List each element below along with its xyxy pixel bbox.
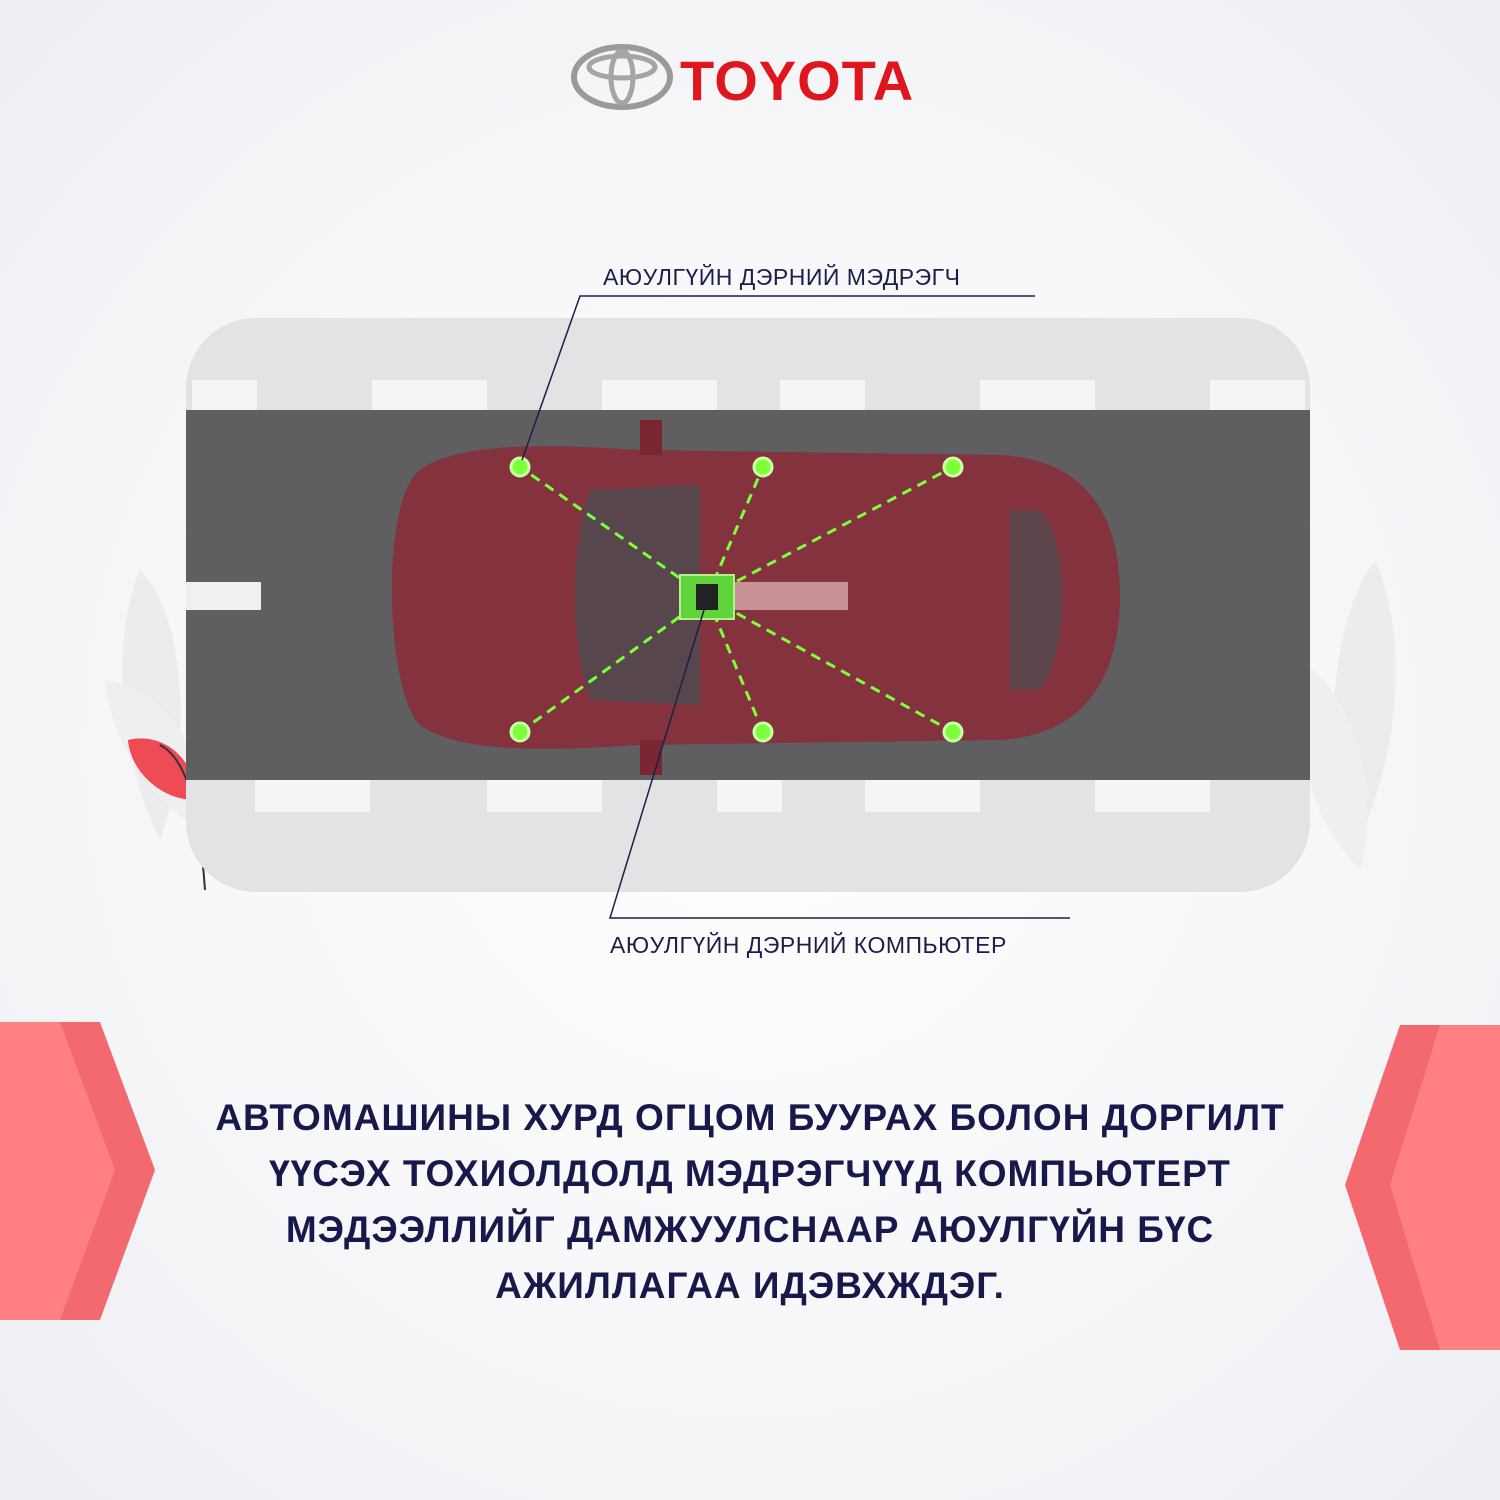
toyota-emblem-icon [571, 44, 673, 110]
computer-label: АЮУЛГҮЙН ДЭРНИЙ КОМПЬЮТЕР [610, 932, 1007, 958]
sensors [509, 456, 964, 743]
sensor-middle-left [752, 456, 774, 478]
lane-markings-top [192, 380, 1305, 410]
sensor-rear-left [942, 456, 964, 478]
sensor-rear-right [942, 721, 964, 743]
sensor-label: АЮУЛГҮЙН ДЭРНИЙ МЭДРЭГЧ [603, 264, 961, 290]
caption-line: АВТОМАШИНЫ ХУРД ОГЦОМ БУУРАХ БОЛОН ДОРГИ… [215, 1097, 1285, 1138]
airbag-system-diagram [186, 295, 1310, 919]
right-plant-icon [1297, 560, 1396, 870]
car-top-view [391, 420, 1120, 775]
lane-markings-bottom [255, 780, 1210, 812]
caption-line: МЭДЭЭЛЛИЙГ ДАМЖУУЛСНААР АЮУЛГҮЙН БҮС [285, 1209, 1215, 1250]
right-red-hexagon-inner [1390, 1025, 1500, 1350]
sensor-front-right [509, 721, 531, 743]
caption-line: АЖИЛЛАГАА ИДЭВХЖДЭГ. [495, 1265, 1005, 1306]
brand-wordmark: TOYOTA [680, 49, 915, 112]
caption: АВТОМАШИНЫ ХУРД ОГЦОМ БУУРАХ БОЛОН ДОРГИ… [150, 1090, 1350, 1314]
center-line [186, 582, 261, 610]
computer-leader-line [608, 599, 1070, 919]
airbag-computer-chip-icon [679, 574, 735, 620]
sensor-front-left [509, 456, 531, 478]
sensor-leader-line [521, 295, 1035, 461]
left-red-hexagon-inner [0, 1022, 115, 1320]
sensor-middle-right [752, 721, 774, 743]
caption-line: ҮҮСЭХ ТОХИОЛДОЛД МЭДРЭГЧҮҮД КОМПЬЮТЕРТ [269, 1153, 1231, 1194]
